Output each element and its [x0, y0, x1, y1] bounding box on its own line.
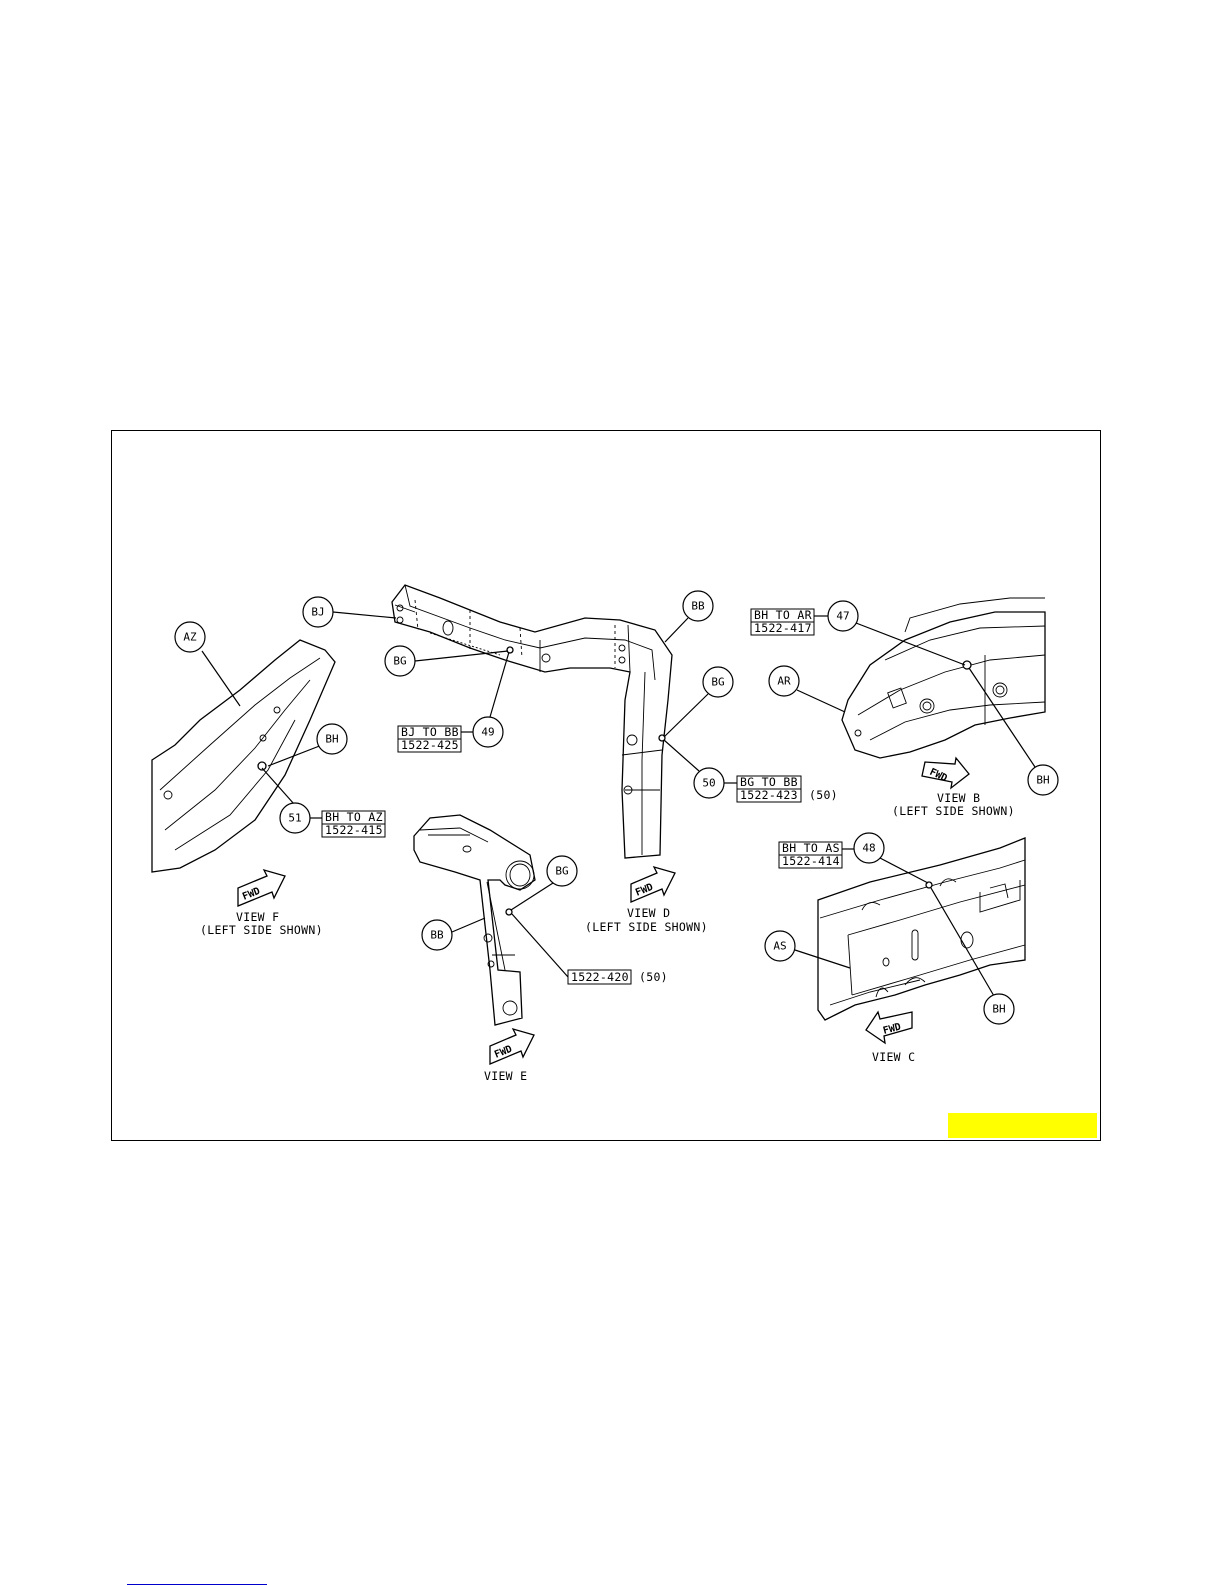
label-q423: (50) — [809, 788, 838, 802]
label-q420: (50) — [639, 970, 668, 984]
fwd-arrow-d: FWD — [631, 867, 675, 902]
label-p423: 1522-423 — [740, 788, 798, 802]
label-bg-to-bb: BG TO BB — [740, 775, 798, 789]
view-c-title: VIEW C — [872, 1050, 915, 1064]
callout-bg-d-text: BG — [711, 676, 724, 689]
leader-bj — [333, 612, 396, 618]
leader-49 — [490, 652, 509, 717]
fwd-arrow-b: FWD — [922, 758, 969, 788]
label-bh-to-as: BH TO AS — [782, 841, 840, 855]
callout-50-text: 50 — [702, 777, 715, 790]
callout-48-text: 48 — [862, 842, 875, 855]
leader-50 — [664, 740, 699, 771]
leader-bg-d — [664, 694, 708, 737]
label-bh-to-ar: BH TO AR — [754, 608, 812, 622]
callout-49-text: 49 — [481, 726, 494, 739]
fwd-arrow-f: FWD — [238, 870, 285, 906]
callout-47-text: 47 — [836, 610, 849, 623]
callout-bh-c-text: BH — [992, 1003, 1005, 1016]
label-p415: 1522-415 — [325, 823, 383, 837]
view-f-subtitle: (LEFT SIDE SHOWN) — [200, 923, 323, 937]
view-d-subtitle: (LEFT SIDE SHOWN) — [585, 920, 708, 934]
leader-az — [202, 651, 240, 706]
view-f-part-az — [152, 640, 335, 872]
leader-420 — [512, 914, 568, 977]
callout-bh-b-text: BH — [1036, 774, 1049, 787]
view-b-subtitle: (LEFT SIDE SHOWN) — [892, 804, 1015, 818]
label-bh-to-az: BH TO AZ — [325, 810, 383, 824]
label-p417: 1522-417 — [754, 621, 812, 635]
view-e-title: VIEW E — [484, 1069, 527, 1083]
fwd-arrow-e: FWD — [490, 1029, 534, 1064]
view-f-title: VIEW F — [236, 910, 279, 924]
leader-bb-e — [452, 918, 485, 932]
leader-bb-top — [665, 618, 688, 642]
label-bj-to-bb: BJ TO BB — [401, 725, 459, 739]
callout-bj-text: BJ — [311, 606, 324, 619]
callout-51-text: 51 — [288, 812, 301, 825]
callout-as-text: AS — [773, 940, 786, 953]
view-c-part-as — [818, 838, 1025, 1020]
callout-bg-top-text: BG — [393, 655, 406, 668]
callout-ar-text: AR — [777, 675, 791, 688]
leader-ar — [797, 690, 845, 712]
callout-bg-e-text: BG — [555, 865, 568, 878]
view-d-title: VIEW D — [627, 906, 670, 920]
view-b-part-ar — [842, 598, 1045, 758]
callout-bh-f-text: BH — [325, 733, 338, 746]
callout-bb-top-text: BB — [691, 600, 705, 613]
callout-bb-e-text: BB — [430, 929, 444, 942]
label-p420: 1522-420 — [571, 970, 629, 984]
callout-az-text: AZ — [183, 631, 197, 644]
label-p425: 1522-425 — [401, 738, 459, 752]
view-b-title: VIEW B — [937, 791, 980, 805]
label-p414: 1522-414 — [782, 854, 840, 868]
fwd-arrow-c: FWD — [866, 1012, 912, 1043]
